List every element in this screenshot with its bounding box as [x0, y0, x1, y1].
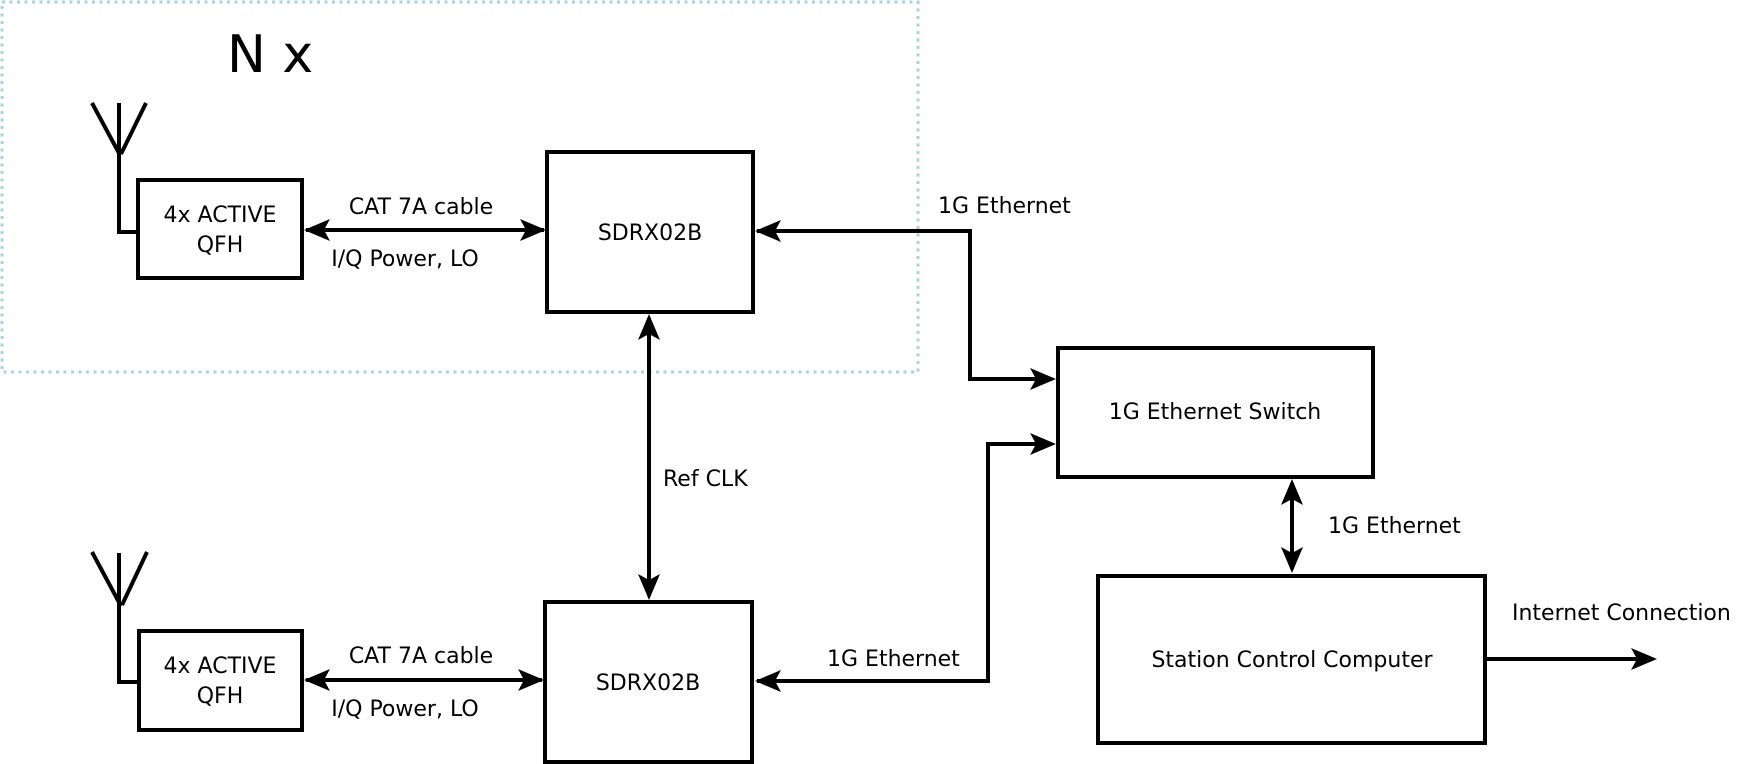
sdrx-bottom-label: SDRX02B: [596, 671, 700, 696]
cat7a-bottom-label: CAT 7A cable: [349, 644, 493, 669]
station-computer-box: [1096, 574, 1487, 745]
n-x-group: N x: [0, 0, 920, 374]
switch-pc-ethernet-label: 1G Ethernet: [1328, 514, 1461, 539]
ethernet-switch-node: 1G Ethernet Switch: [1056, 346, 1375, 479]
sdrx-bottom-node: SDRX02B: [543, 600, 754, 764]
iq-power-bottom-label: I/Q Power, LO: [331, 697, 479, 722]
arrowhead-down-icon: [638, 574, 660, 600]
sdrx-top-box: [545, 150, 755, 314]
antenna-icon: [90, 551, 149, 684]
sdrx-top-label: SDRX02B: [598, 221, 702, 246]
internet-arrow: Internet Connection: [1485, 601, 1731, 670]
switch-pc-arrow: 1G Ethernet: [1281, 479, 1461, 573]
qfh-bottom-label-line2: QFH: [197, 684, 244, 709]
arrowhead-right-icon: [518, 669, 544, 691]
cat7a-top-label: CAT 7A cable: [349, 195, 493, 220]
n-x-group-label: N x: [227, 25, 313, 85]
qfh-bottom-node: 4x ACTIVE QFH: [137, 629, 304, 732]
qfh-top-label-line2: QFH: [197, 233, 244, 258]
qfh-bottom-label-line1: 4x ACTIVE: [164, 654, 277, 679]
ethernet-bottom-line: [757, 442, 1052, 683]
station-computer-label: Station Control Computer: [1151, 648, 1433, 673]
qfh-top-label-line1: 4x ACTIVE: [164, 203, 277, 228]
sdrx-bottom-box: [543, 600, 754, 764]
internet-connection-label: Internet Connection: [1512, 601, 1731, 626]
arrowhead-right-icon: [1631, 648, 1657, 670]
arrowhead-left-icon: [755, 220, 781, 242]
qfh-bottom-box: [137, 629, 304, 732]
ethernet-top-wire: 1G Ethernet: [755, 194, 1071, 390]
arrowhead-right-icon: [1030, 368, 1056, 390]
ethernet-top-line: [757, 229, 1052, 381]
ref-clk-arrow: Ref CLK: [638, 314, 748, 600]
ethernet-bottom-wire: 1G Ethernet: [755, 433, 1056, 692]
antenna-icon: [90, 102, 148, 234]
ethernet-switch-label: 1G Ethernet Switch: [1109, 400, 1322, 425]
arrowhead-right-icon: [520, 219, 546, 241]
cat7a-top-arrow: CAT 7A cable I/Q Power, LO: [304, 195, 546, 272]
arrowhead-right-icon: [1030, 433, 1056, 455]
ethernet-bottom-label: 1G Ethernet: [827, 647, 960, 672]
arrowhead-left-icon: [755, 670, 781, 692]
ethernet-top-label: 1G Ethernet: [938, 194, 1071, 219]
arrowhead-left-icon: [304, 669, 330, 691]
sdrx-top-node: SDRX02B: [545, 150, 755, 314]
arrowhead-up-icon: [638, 314, 660, 340]
station-computer-node: Station Control Computer: [1096, 574, 1487, 745]
qfh-top-box: [136, 178, 304, 280]
ref-clk-label: Ref CLK: [663, 467, 748, 492]
arrowhead-up-icon: [1281, 479, 1303, 505]
qfh-top-node: 4x ACTIVE QFH: [136, 178, 304, 280]
cat7a-bottom-arrow: CAT 7A cable I/Q Power, LO: [304, 644, 544, 722]
arrowhead-down-icon: [1281, 547, 1303, 573]
arrowhead-left-icon: [304, 219, 330, 241]
ethernet-switch-box: [1056, 346, 1375, 479]
n-x-group-border: [0, 0, 920, 374]
iq-power-top-label: I/Q Power, LO: [331, 247, 479, 272]
